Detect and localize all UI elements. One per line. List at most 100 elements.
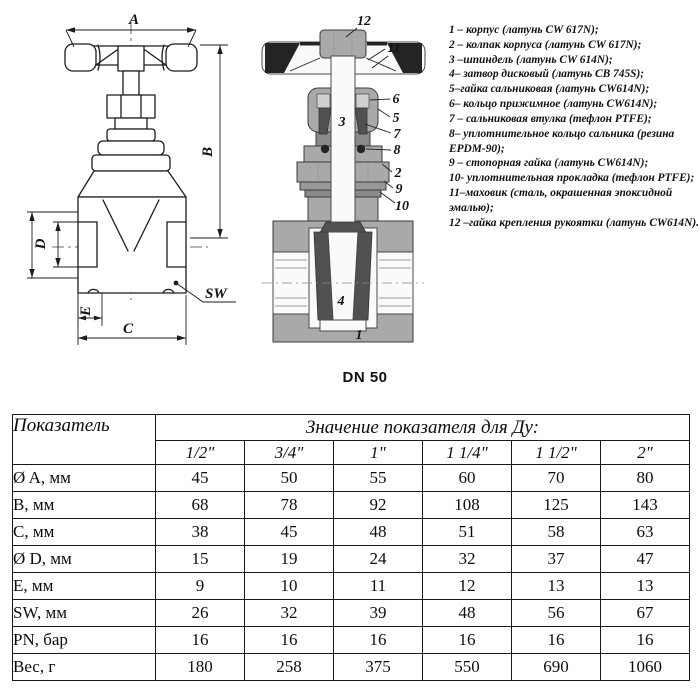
callout-12: 12 (357, 14, 371, 29)
spec-value-cell: 60 (422, 464, 512, 492)
parts-list-item: 3 –шпиндель (латунь CW 614N); (449, 53, 613, 66)
spec-value-cell: 15 (155, 545, 245, 573)
spec-value-cell: 19 (244, 545, 334, 573)
callout-3: 3 (338, 115, 346, 130)
spec-value-cell: 16 (244, 626, 334, 654)
parts-list-item: 6– кольцо прижимное (латунь CW614N); (449, 98, 658, 111)
spec-value-cell: 47 (600, 545, 690, 573)
spec-value-cell: 58 (511, 518, 601, 546)
dimension-e: E (77, 293, 103, 326)
spec-value-cell: 16 (155, 626, 245, 654)
spec-row-label: C, мм (12, 518, 156, 546)
spec-value-cell: 55 (333, 464, 423, 492)
pressure-ring (316, 93, 331, 109)
dimension-c: C (77, 295, 187, 345)
wedge-disc (313, 221, 373, 332)
valve-outline-drawing: A B D (27, 12, 236, 345)
spec-value-cell: 37 (511, 545, 601, 573)
spec-value-cell: 143 (600, 491, 690, 519)
spec-value-cell: 16 (333, 626, 423, 654)
parts-list-item: 4– затвор дисковый (латунь CB 745S); (449, 68, 645, 81)
spec-value-cell: 48 (333, 518, 423, 546)
spec-value-cell: 12 (422, 572, 512, 600)
dim-label-d: D (33, 238, 49, 250)
spec-value-cell: 375 (333, 653, 423, 681)
parts-list-item: 8– уплотнительное кольцо сальника (резин… (449, 127, 675, 155)
stem-and-bonnet (77, 70, 187, 198)
spec-value-cell: 16 (422, 626, 512, 654)
spec-value-cell: 78 (244, 491, 334, 519)
spec-value-cell: 10 (244, 572, 334, 600)
spec-value-cell: 92 (333, 491, 423, 519)
spec-size-header: 2" (600, 440, 690, 465)
spec-value-cell: 70 (511, 464, 601, 492)
table-row: PN, бар 16 16 16 16 16 16 (12, 626, 690, 654)
spec-size-header: 1" (333, 440, 423, 465)
dim-label-sw: SW (205, 286, 228, 302)
spec-value-cell: 11 (333, 572, 423, 600)
table-row: Ø A, мм 45 50 55 60 70 80 (12, 464, 690, 492)
spec-value-cell: 13 (600, 572, 690, 600)
dimension-sw: SW (173, 280, 236, 303)
dim-label-e: E (78, 306, 94, 317)
spec-value-cell: 108 (422, 491, 512, 519)
dimension-b: B (190, 44, 228, 239)
spec-size-header: 3/4" (244, 440, 334, 465)
callout-6: 6 (393, 92, 400, 107)
dimension-a: A (65, 12, 197, 48)
spec-value-cell: 16 (600, 626, 690, 654)
spec-table: Показатель Значение показателя для Ду: 1… (12, 414, 690, 681)
spec-size-header: 1 1/2" (511, 440, 601, 465)
spec-value-cell: 9 (155, 572, 245, 600)
packing-bushing (354, 107, 368, 135)
callout-4: 4 (337, 294, 345, 309)
section-callouts: 12 11 6 5 7 8 2 9 10 3 4 1 (337, 14, 410, 343)
parts-list-item: 2 – колпак корпуса (латунь CW 617N); (449, 38, 642, 51)
packing-parts (316, 93, 370, 154)
spec-row-label: Ø D, мм (12, 545, 156, 573)
spec-value-cell: 63 (600, 518, 690, 546)
packing-bushing (318, 107, 332, 135)
dim-label-c: C (123, 321, 134, 337)
callout-2: 2 (394, 166, 402, 181)
dim-label-b: B (200, 147, 216, 158)
parts-list-item: 11–маховик (сталь, окрашенная эпоксидной… (449, 187, 673, 214)
parts-list-item: 1 – корпус (латунь CW 617N); (449, 24, 599, 36)
spec-value-cell: 68 (155, 491, 245, 519)
stem-section (330, 55, 356, 233)
spec-value-cell: 26 (155, 599, 245, 627)
spec-col1-header: Показатель (12, 414, 156, 465)
table-row: C, мм 38 45 48 51 58 63 (12, 518, 690, 546)
table-row: E, мм 9 10 11 12 13 13 (12, 572, 690, 600)
valve-section-drawing: 12 11 6 5 7 8 2 9 10 3 4 1 (261, 14, 426, 343)
dimension-d: D (27, 211, 78, 279)
spec-value-cell: 39 (333, 599, 423, 627)
table-row: B, мм 68 78 92 108 125 143 (12, 491, 690, 519)
spec-value-cell: 1060 (600, 653, 690, 681)
parts-list-item: 10- уплотнительная прокладка (тефлон PTF… (449, 172, 695, 185)
o-ring (356, 144, 366, 154)
spec-value-cell: 50 (244, 464, 334, 492)
spec-value-cell: 690 (511, 653, 601, 681)
parts-list-item: 9 – стопорная гайка (латунь CW614N); (449, 157, 649, 170)
handwheel-side-view (64, 43, 198, 72)
callout-8: 8 (394, 143, 401, 158)
spec-value-cell: 38 (155, 518, 245, 546)
spec-value-cell: 180 (155, 653, 245, 681)
spec-value-cell: 67 (600, 599, 690, 627)
spec-value-cell: 48 (422, 599, 512, 627)
spec-value-cell: 45 (244, 518, 334, 546)
spec-row-label: B, мм (12, 491, 156, 519)
spec-value-cell: 24 (333, 545, 423, 573)
handle-nut (319, 29, 367, 59)
parts-list-item: 5–гайка сальниковая (латунь CW614N); (449, 83, 650, 96)
table-row: Ø D, мм 15 19 24 32 37 47 (12, 545, 690, 573)
spec-value-cell: 125 (511, 491, 601, 519)
pressure-ring (355, 93, 370, 109)
callout-1: 1 (356, 328, 363, 343)
table-row: SW, мм 26 32 39 48 56 67 (12, 599, 690, 627)
parts-list-item: 12 –гайка крепления рукоятки (латунь CW6… (449, 216, 699, 229)
callout-7: 7 (394, 127, 402, 142)
callout-10: 10 (395, 199, 409, 214)
